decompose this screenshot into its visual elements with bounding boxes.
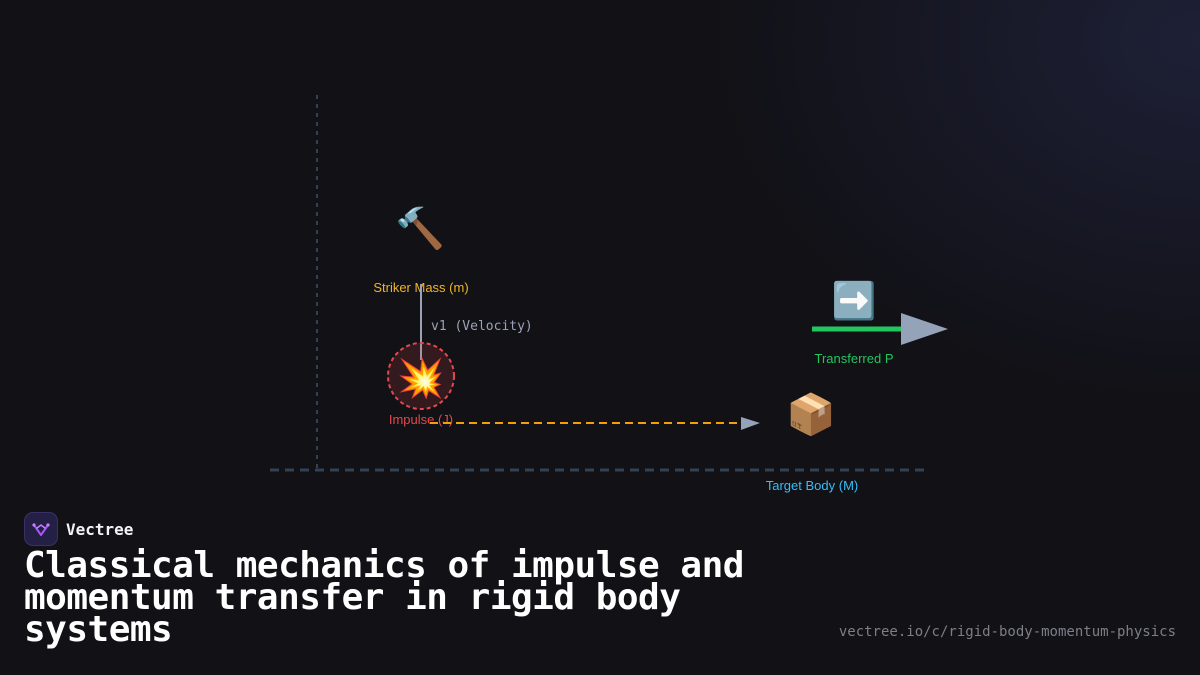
package-icon: 📦 xyxy=(786,391,836,437)
collision-icon: 💥 xyxy=(397,356,444,401)
page-url[interactable]: vectree.io/c/rigid-body-momentum-physics xyxy=(838,624,1176,640)
transfer-arrowhead xyxy=(901,313,948,345)
path-arrowhead xyxy=(741,417,760,430)
brand-name: Vectree xyxy=(66,519,134,539)
target-label: Target Body (M) xyxy=(766,478,858,493)
hammer-icon: 🔨 xyxy=(395,205,445,251)
velocity-label: v1 (Velocity) xyxy=(431,319,533,334)
impact-circle xyxy=(387,342,455,410)
brand: Vectree xyxy=(24,512,133,546)
vectree-logo-icon xyxy=(24,512,58,546)
impulse-label: Impulse (J) xyxy=(389,412,453,427)
page-title: Classical mechanics of impulse and momen… xyxy=(24,545,744,650)
right-arrow-icon: ➡️ xyxy=(832,280,877,321)
transfer-label: Transferred P xyxy=(815,351,894,366)
